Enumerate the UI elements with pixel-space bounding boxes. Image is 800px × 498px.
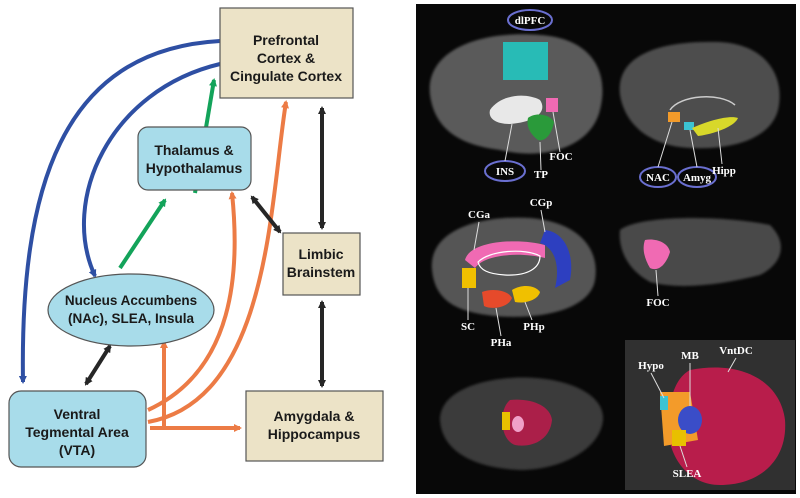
label-dlpfc: dlPFC	[515, 15, 546, 27]
label-foc: FOC	[549, 151, 572, 163]
node-amyg-line1: Amygdala &	[274, 408, 355, 424]
label-nac: NAC	[646, 172, 670, 184]
node-thal-line1: Thalamus &	[154, 142, 233, 158]
label-pha: PHa	[491, 337, 512, 349]
node-vta-line3: (VTA)	[59, 442, 95, 458]
brain-view-medial-2: CGa CGp SC PHa PHp	[431, 197, 596, 349]
node-vta-line1: Ventral	[54, 406, 101, 422]
brain-view-zoomed: Hypo MB VntDC SLEA	[625, 340, 795, 490]
label-vntdc: VntDC	[719, 345, 753, 357]
edge-vta-to-thal	[147, 191, 237, 412]
node-pfc-line2: Cortex &	[257, 50, 315, 66]
node-vta: Ventral Tegmental Area (VTA)	[8, 390, 147, 468]
node-amygdala: Amygdala & Hippocampus	[245, 390, 384, 462]
edges	[18, 39, 326, 432]
label-mb: MB	[681, 350, 699, 362]
node-limbic: Limbic Brainstem	[282, 232, 361, 296]
label-cgp: CGp	[530, 197, 553, 209]
node-pfc: Prefrontal Cortex & Cingulate Cortex	[219, 7, 354, 99]
edge-pfc-to-nac	[81, 62, 221, 278]
label-slea: SLEA	[673, 468, 702, 480]
label-amyg: Amyg	[683, 172, 712, 184]
edge-vta-to-pfc	[147, 100, 289, 424]
label-sc: SC	[461, 321, 475, 333]
edge-thal-limbic	[250, 195, 282, 234]
node-vta-line2: Tegmental Area	[25, 424, 129, 440]
brain-view-medial-1: NAC Amyg Hipp	[619, 41, 780, 188]
label-tp: TP	[534, 169, 548, 181]
node-thalamus: Thalamus & Hypothalamus	[137, 126, 252, 191]
node-nac: Nucleus Accumbens (NAc), SLEA, Insula	[47, 273, 215, 347]
node-amyg-line2: Hippocampus	[268, 426, 361, 442]
edge-nac-to-thal	[118, 198, 167, 270]
node-pfc-line3: Cingulate Cortex	[230, 68, 342, 84]
brain-view-lateral-1: dlPFC INS TP FOC	[429, 9, 603, 182]
label-hypo: Hypo	[638, 360, 664, 372]
label-ins: INS	[496, 166, 514, 178]
node-pfc-line1: Prefrontal	[253, 32, 319, 48]
brain-view-axial	[440, 377, 604, 470]
node-limbic-line1: Limbic	[298, 246, 343, 262]
label-hipp: Hipp	[712, 165, 736, 177]
node-limbic-line2: Brainstem	[287, 264, 355, 280]
label-foc-2: FOC	[646, 297, 669, 309]
label-cga: CGa	[468, 209, 491, 221]
label-php: PHp	[523, 321, 544, 333]
edge-pfc-to-vta	[18, 39, 221, 384]
brain-view-inferior: FOC	[619, 218, 781, 309]
node-nac-line1: Nucleus Accumbens	[65, 293, 197, 308]
node-thal-line2: Hypothalamus	[146, 160, 243, 176]
edge-nac-vta	[84, 344, 112, 386]
node-nac-line2: (NAc), SLEA, Insula	[68, 311, 195, 326]
